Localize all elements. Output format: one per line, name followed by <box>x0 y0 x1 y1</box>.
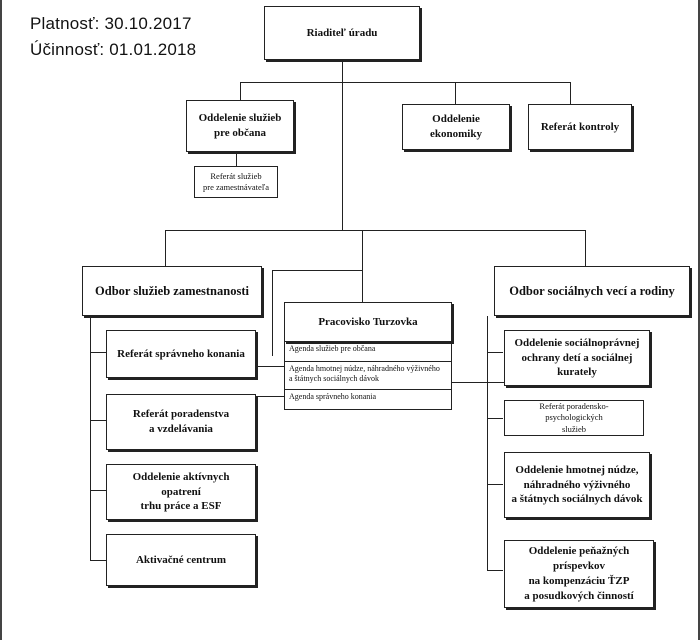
agenda-spravneho-konania-row: Agenda správneho konania <box>284 390 452 410</box>
oddelenie-ekonomiky-box: Oddelenie ekonomiky <box>402 104 510 150</box>
agenda-hmotnej-nudze-row: Agenda hmotnej núdze, náhradného výživné… <box>284 362 452 390</box>
connector <box>90 490 106 491</box>
referat-kontroly-box: Referát kontroly <box>528 104 632 150</box>
connector <box>90 352 106 353</box>
connector <box>570 82 571 104</box>
connector <box>258 366 284 367</box>
connector <box>487 316 488 570</box>
referat-sluzieb-zamestnavatela-box: Referát služieb pre zamestnávateľa <box>194 166 278 198</box>
connector <box>455 82 456 104</box>
connector <box>90 316 91 560</box>
oddelenie-aktivnych-opatreni-box: Oddelenie aktívnych opatrení trhu práce … <box>106 464 256 520</box>
agenda-sluzieb-row: Agenda služieb pre občana <box>284 342 452 362</box>
connector <box>342 82 343 230</box>
connector <box>90 420 106 421</box>
page-edge-left <box>0 0 2 640</box>
connector <box>487 418 503 419</box>
connector <box>487 570 503 571</box>
oddelenie-socialnopravnej-ochrany-box: Oddelenie sociálnoprávnej ochrany detí a… <box>504 330 650 386</box>
referat-spravneho-konania-box: Referát správneho konania <box>106 330 256 378</box>
connector <box>236 152 237 166</box>
aktivacne-centrum-box: Aktivačné centrum <box>106 534 256 586</box>
referat-poradensko-psychologickych-box: Referát poradensko-psychologických služi… <box>504 400 644 436</box>
connector <box>240 82 241 100</box>
connector <box>90 560 106 561</box>
connector <box>165 230 585 231</box>
connector <box>272 270 362 271</box>
connector <box>258 396 284 397</box>
pracovisko-turzovka-box: Pracovisko Turzovka <box>284 302 452 342</box>
connector <box>165 230 166 266</box>
validity-date: Platnosť: 30.10.2017 <box>30 14 192 33</box>
oddelenie-penaznych-prispevkov-box: Oddelenie peňažných príspevkov na kompen… <box>504 540 654 608</box>
oddelenie-sluzieb-box: Oddelenie služieb pre občana <box>186 100 294 152</box>
connector <box>487 352 503 353</box>
referat-poradenstva-box: Referát poradenstva a vzdelávania <box>106 394 256 450</box>
connector <box>362 230 363 302</box>
odbor-sluzieb-zamestnanosti-box: Odbor služieb zamestnanosti <box>82 266 262 316</box>
connector <box>487 484 503 485</box>
oddelenie-hmotnej-nudze-box: Oddelenie hmotnej núdze, náhradného výži… <box>504 452 650 518</box>
connector <box>272 270 273 356</box>
odbor-socialnych-veci-box: Odbor sociálnych vecí a rodiny <box>494 266 690 316</box>
effective-date: Účinnosť: 01.01.2018 <box>30 40 197 59</box>
connector <box>342 60 343 82</box>
connector <box>452 382 504 383</box>
connector <box>585 230 586 266</box>
page-edge-right <box>698 0 700 640</box>
riaditel-uradu-box: Riaditeľ úradu <box>264 6 420 60</box>
connector <box>240 82 570 83</box>
